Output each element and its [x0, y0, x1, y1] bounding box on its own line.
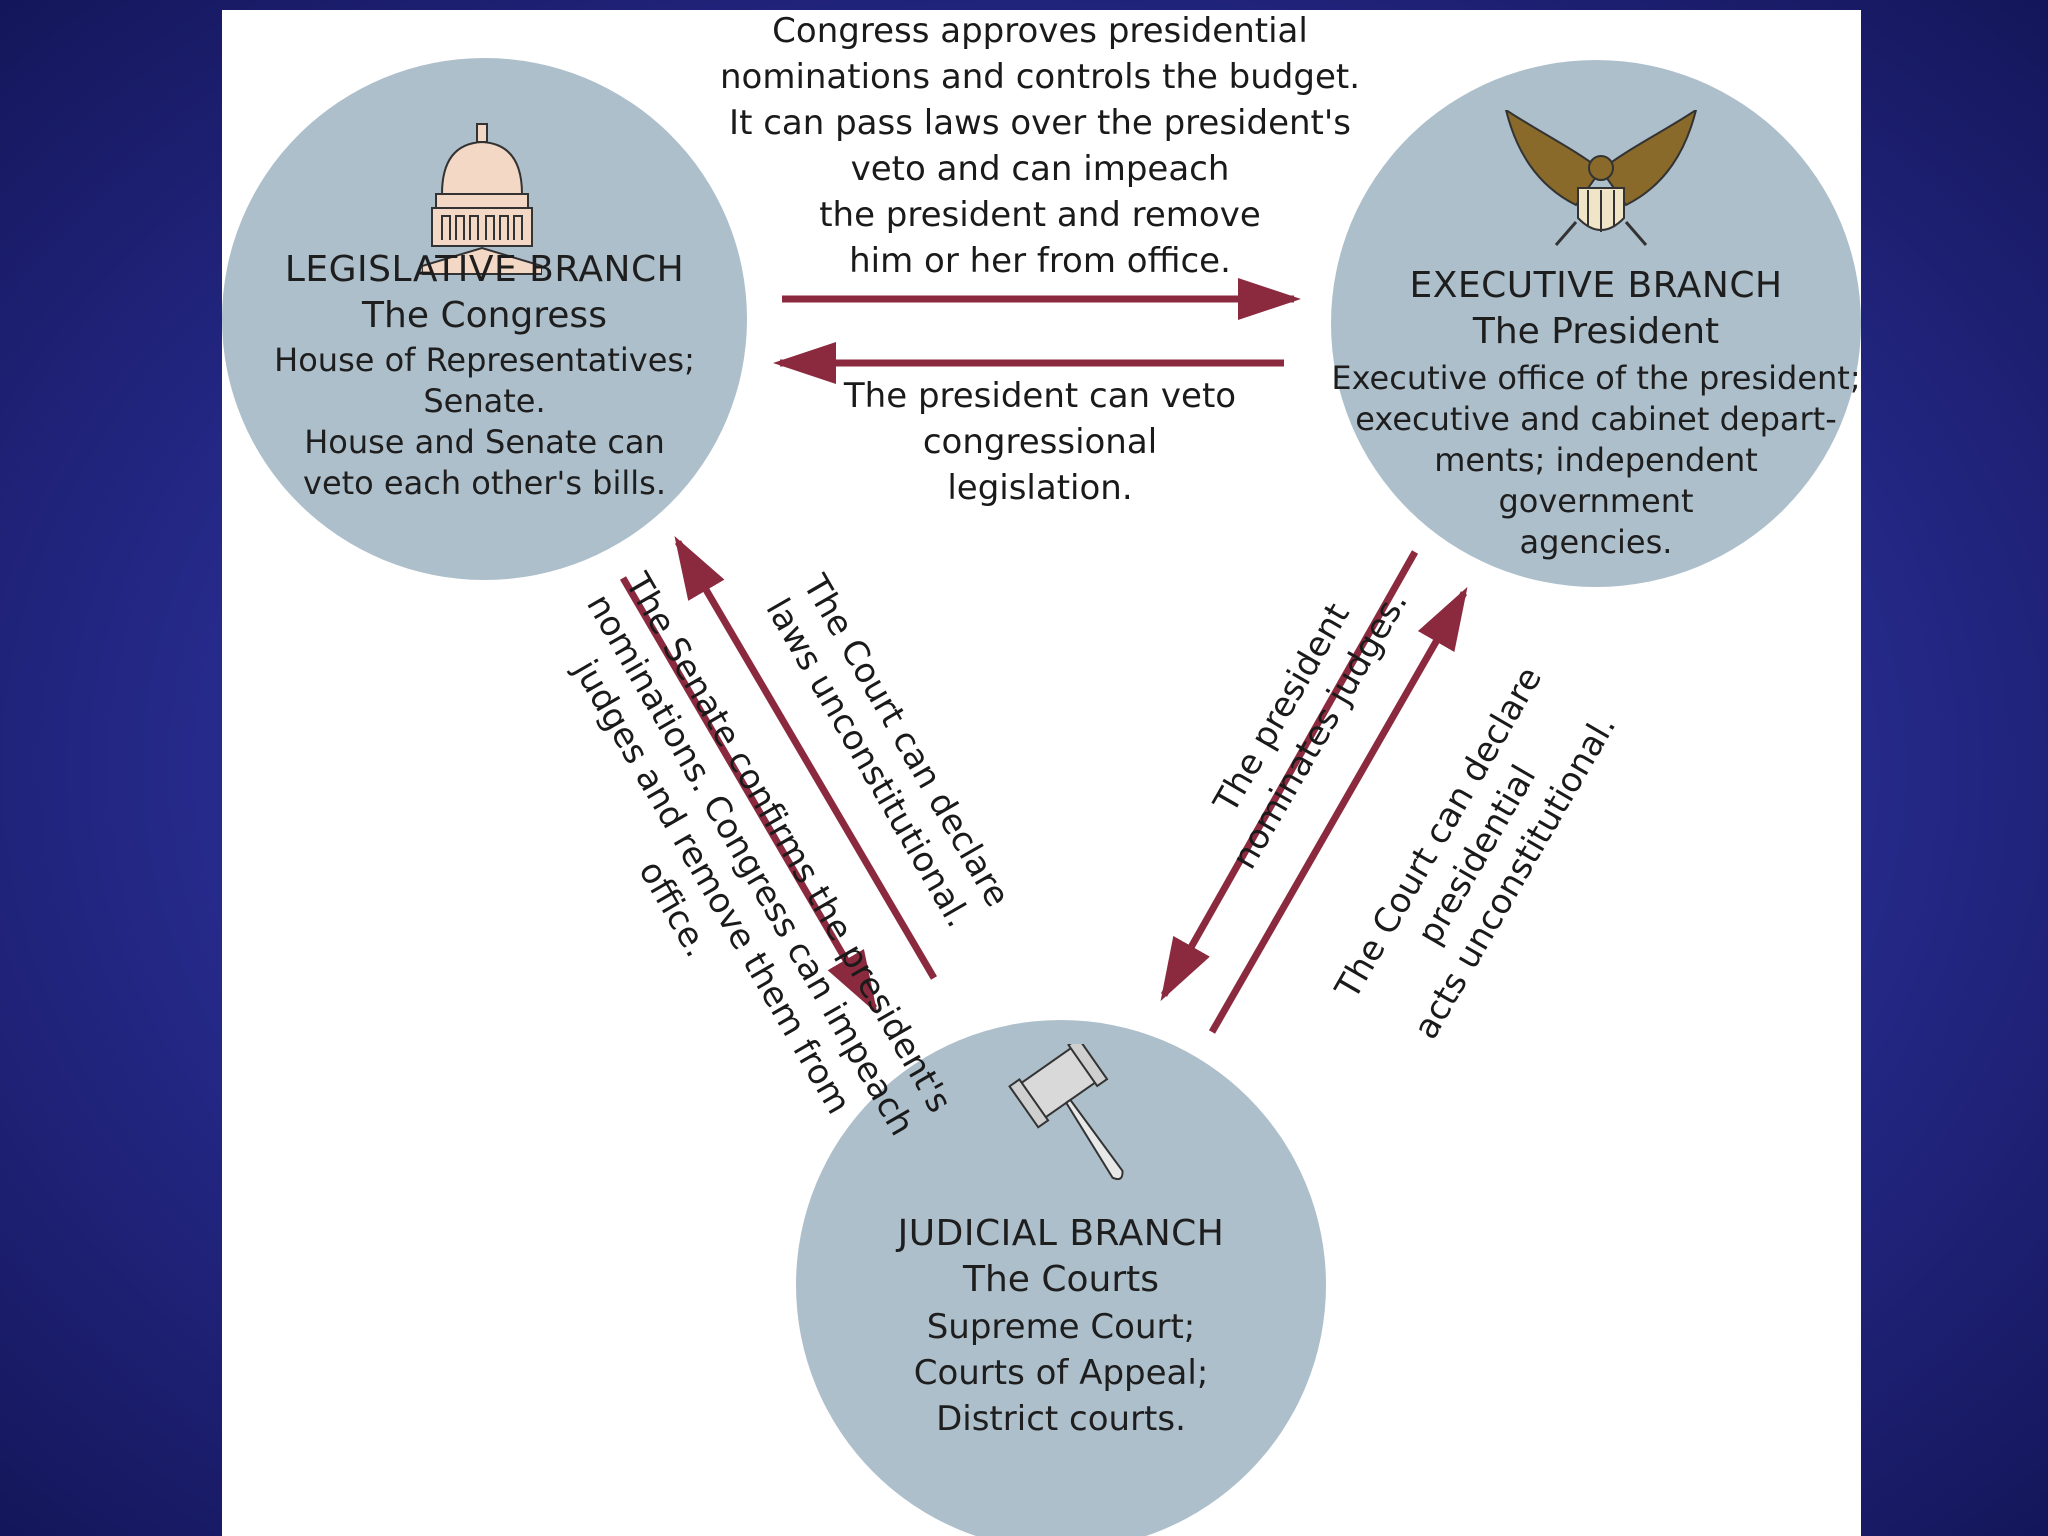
note-congress-over-president: Congress approves presidential nominatio…: [719, 11, 1361, 281]
executive-line: agencies.: [1519, 523, 1673, 561]
note-president-over-congress: The president can veto congressional leg…: [843, 376, 1237, 508]
legislative-line: House and Senate can: [304, 423, 665, 461]
legislative-line: House of Representatives;: [274, 341, 695, 379]
legislative-line: veto each other's bills.: [303, 464, 666, 502]
executive-branch-circle: EXECUTIVE BRANCH The President Executive…: [1331, 60, 1861, 587]
executive-line: ments; independent: [1434, 441, 1758, 479]
judicial-subtitle: The Courts: [962, 1259, 1160, 1300]
arrow-senate-to-court: [619, 576, 878, 1015]
judicial-line: Supreme Court;: [926, 1307, 1196, 1347]
executive-line: executive and cabinet depart-: [1355, 400, 1837, 438]
judicial-title: JUDICIAL BRANCH: [897, 1213, 1225, 1254]
arrows-layer: [619, 278, 1468, 1034]
arrow-court-to-president: [1208, 586, 1468, 1034]
executive-subtitle: The President: [1472, 311, 1720, 352]
legislative-branch-circle: LEGISLATIVE BRANCH The Congress House of…: [222, 58, 747, 580]
capitol-dome-icon: [422, 123, 542, 275]
arrow-president-to-court: [1160, 550, 1419, 1002]
legislative-subtitle: The Congress: [362, 295, 607, 336]
executive-line: government: [1498, 482, 1694, 520]
judicial-branch-circle: JUDICIAL BRANCH The Courts Supreme Court…: [796, 1020, 1326, 1536]
gavel-icon: [1008, 1044, 1124, 1181]
arrow-court-to-congress: [674, 535, 938, 980]
eagle-seal-icon: [1504, 110, 1698, 246]
executive-line: Executive office of the president;: [1331, 359, 1861, 397]
executive-title: EXECUTIVE BRANCH: [1409, 265, 1783, 306]
judicial-line: District courts.: [936, 1399, 1186, 1439]
diagram-panel: LEGISLATIVE BRANCH The Congress House of…: [222, 10, 1861, 1536]
judicial-line: Courts of Appeal;: [913, 1353, 1209, 1393]
legislative-line: Senate.: [423, 382, 546, 420]
legislative-title: LEGISLATIVE BRANCH: [284, 249, 685, 290]
